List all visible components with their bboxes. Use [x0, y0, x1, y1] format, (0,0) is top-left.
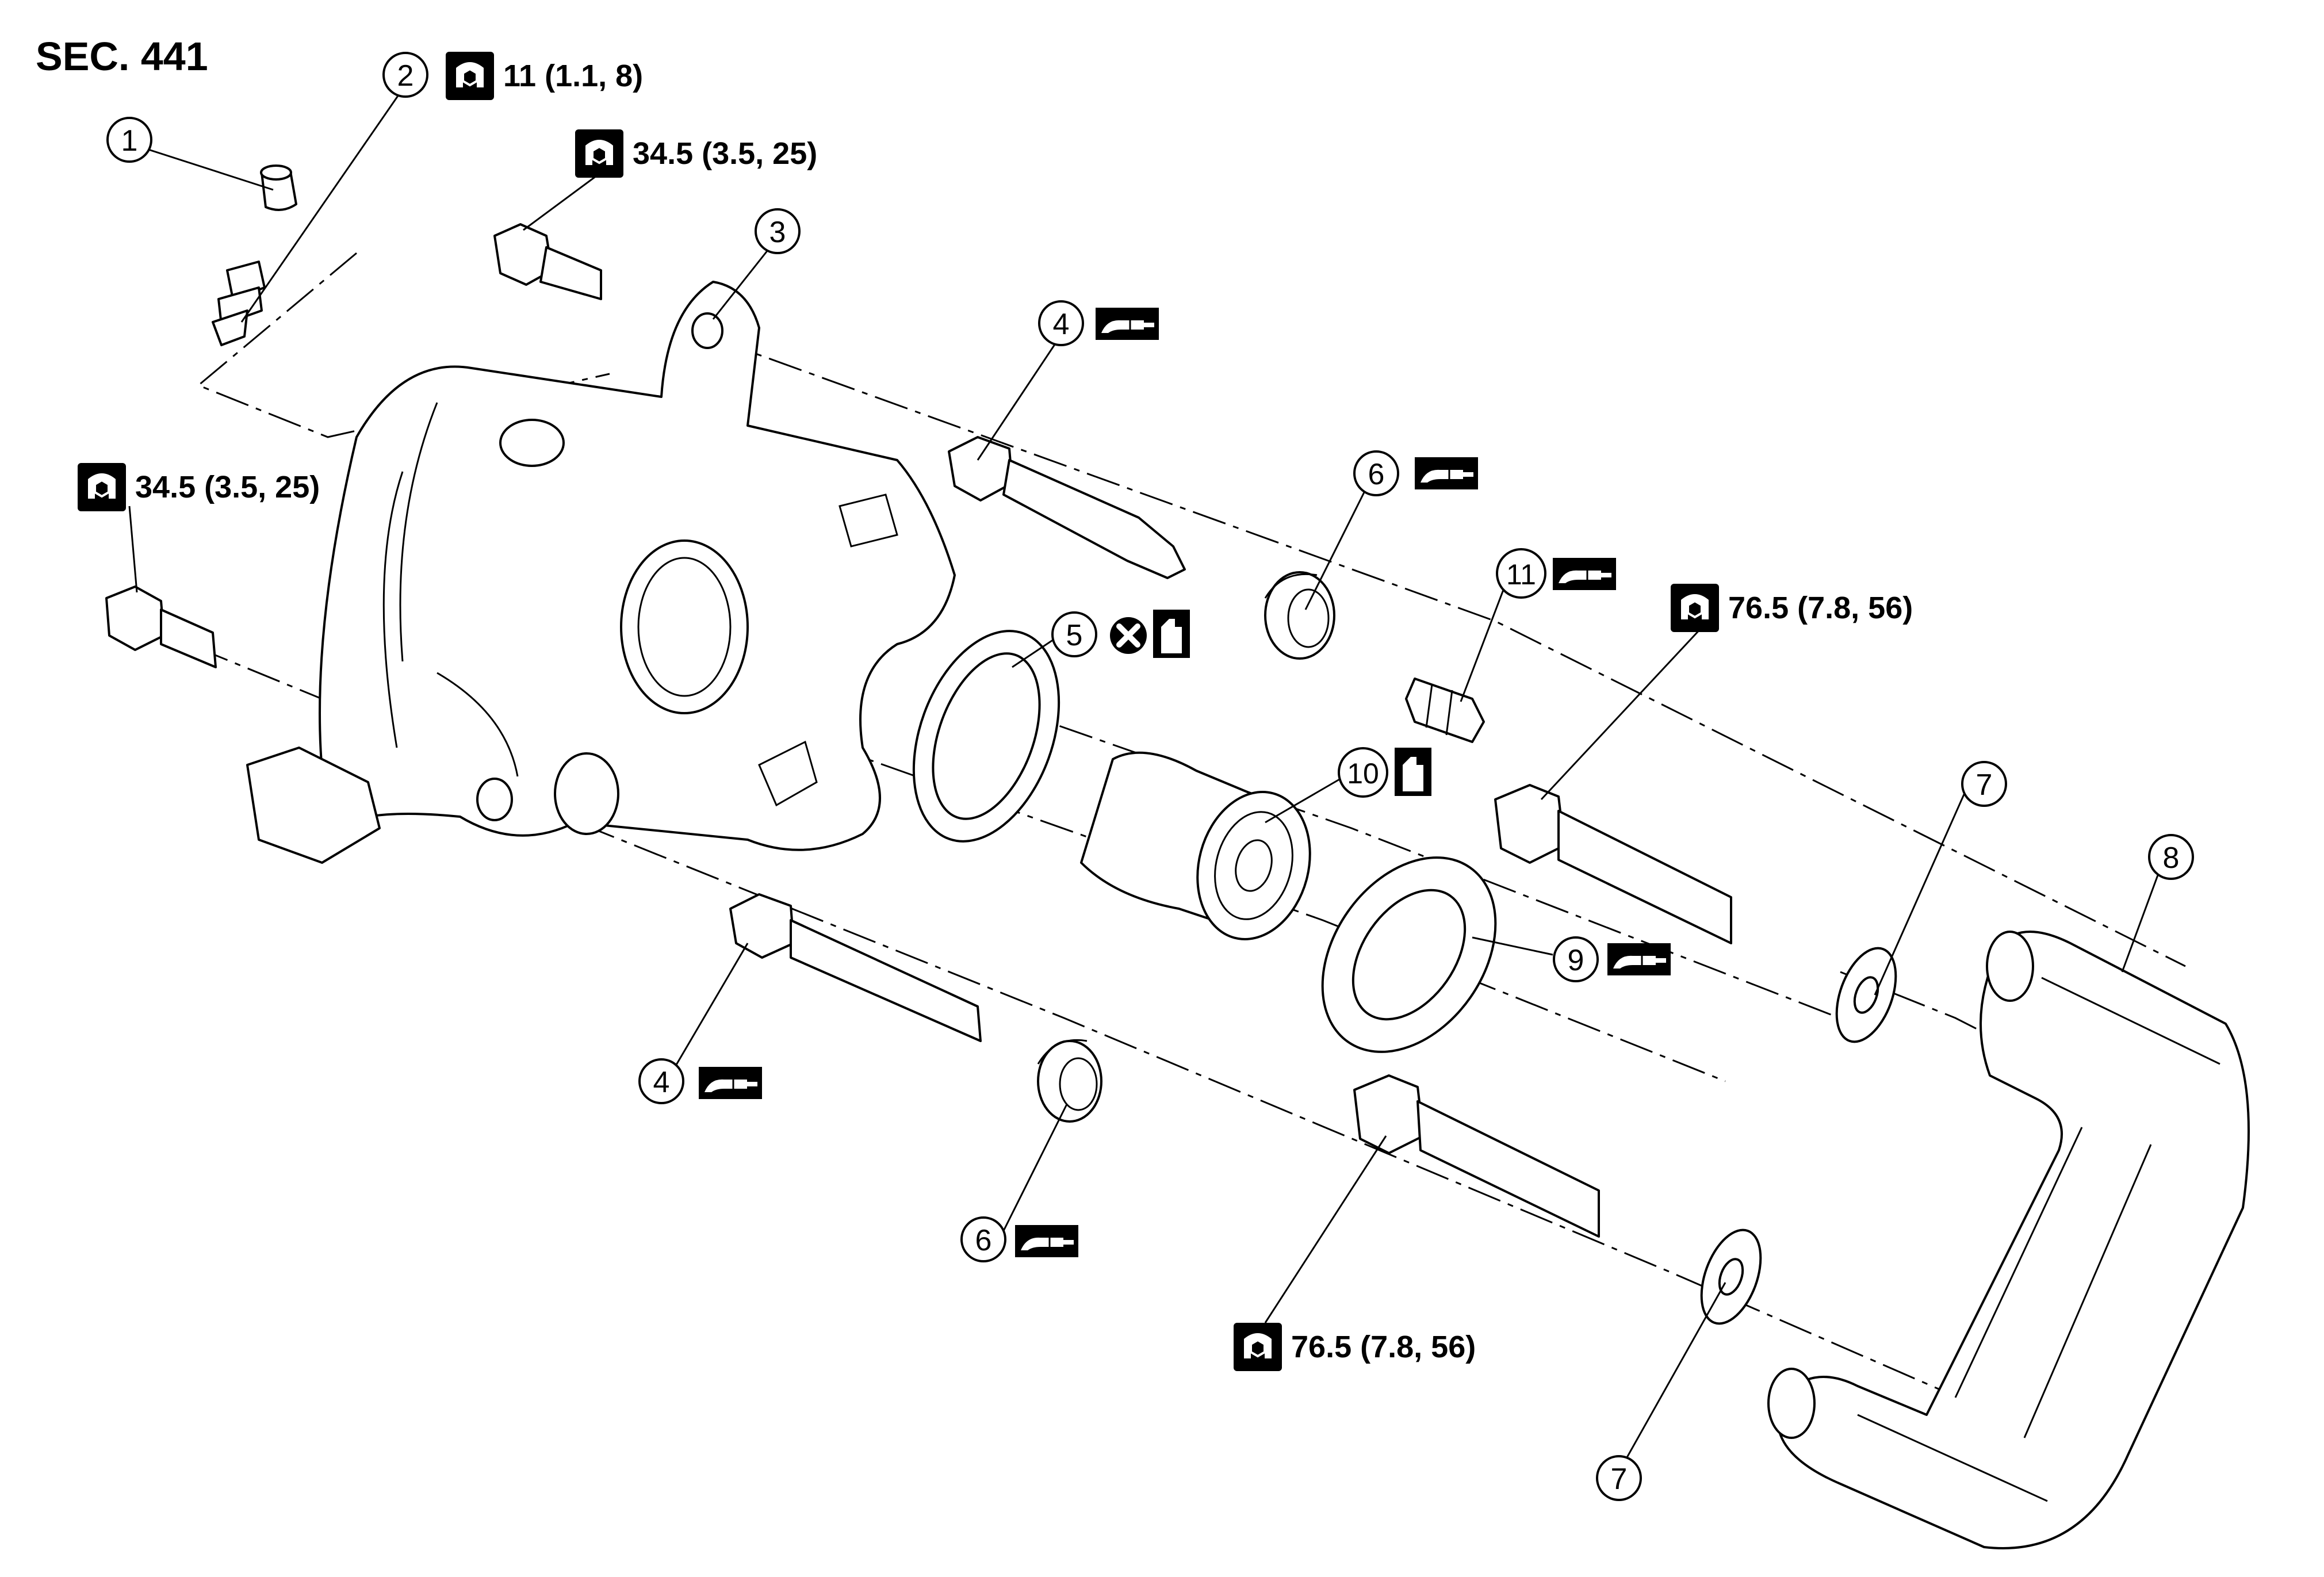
callout-6-lower-num: 6 — [975, 1224, 992, 1257]
caliper-bolt-left — [105, 585, 217, 668]
callout-1: 1 — [106, 117, 152, 163]
caliper-bolt-upper — [493, 223, 602, 300]
torque-wrench-icon — [76, 462, 127, 512]
guide-pin-upper — [948, 436, 1186, 579]
callout-2: 2 — [382, 52, 428, 98]
callout-7-upper-num: 7 — [1976, 768, 1993, 802]
grease-icon — [1606, 942, 1672, 977]
pin-boot-upper — [1264, 571, 1335, 660]
callout-8: 8 — [2148, 834, 2194, 880]
torque-spec-bleeder: 11 (1.1, 8) — [445, 51, 643, 101]
bleeder-cap — [260, 164, 297, 211]
grease-icon — [698, 1066, 763, 1100]
callout-7-lower: 7 — [1596, 1455, 1642, 1501]
callout-6-upper-num: 6 — [1368, 458, 1385, 491]
torque-value: 76.5 (7.8, 56) — [1291, 1330, 1476, 1364]
callout-4-upper: 4 — [1038, 300, 1084, 346]
caliper-bracket — [1767, 931, 2250, 1549]
torque-wrench-icon — [445, 51, 495, 101]
washer-lower — [1700, 1228, 1762, 1325]
brake-fluid-icon — [1395, 748, 1431, 796]
callout-3: 3 — [755, 208, 801, 254]
torque-wrench-icon — [1232, 1322, 1283, 1372]
callout-11: 11 — [1496, 548, 1546, 599]
grease-icon — [1414, 456, 1479, 491]
bracket-bolt-lower — [1353, 1074, 1600, 1238]
pin-boot-lower — [1037, 1039, 1102, 1123]
torque-wrench-icon — [1670, 583, 1720, 633]
torque-value: 11 (1.1, 8) — [503, 59, 643, 93]
callout-11-num: 11 — [1506, 558, 1536, 591]
brake-fluid-icon — [1153, 610, 1190, 658]
callout-9-num: 9 — [1568, 944, 1584, 977]
grease-icon — [1552, 557, 1617, 591]
piston-boot — [1321, 856, 1497, 1053]
torque-spec-upper-bolt: 34.5 (3.5, 25) — [574, 128, 817, 179]
leader-lines — [128, 89, 2164, 1467]
piston-seal — [912, 630, 1060, 843]
torque-value: 34.5 (3.5, 25) — [633, 136, 817, 171]
torque-spec-bracket-upper: 76.5 (7.8, 56) — [1670, 583, 1913, 633]
torque-value: 34.5 (3.5, 25) — [135, 470, 320, 504]
callout-10: 10 — [1338, 747, 1388, 798]
callout-2-num: 2 — [397, 59, 414, 93]
grease-icon — [1014, 1224, 1079, 1258]
grease-icon — [1094, 307, 1160, 341]
callout-5: 5 — [1051, 611, 1097, 657]
bracket-bolt-upper — [1494, 784, 1732, 944]
torque-wrench-icon — [574, 128, 625, 179]
guide-pin-lower — [729, 893, 982, 1042]
callout-7-upper: 7 — [1961, 761, 2007, 807]
do-not-reuse-icon — [1110, 617, 1147, 654]
section-title: SEC. 441 — [36, 34, 208, 79]
callout-5-num: 5 — [1066, 619, 1083, 652]
callout-9: 9 — [1553, 936, 1599, 982]
callout-1-num: 1 — [121, 124, 138, 158]
piston — [1080, 751, 1311, 940]
callout-7-lower-num: 7 — [1611, 1463, 1628, 1496]
callout-4-upper-num: 4 — [1053, 308, 1070, 341]
washer-upper — [1835, 947, 1897, 1043]
torque-spec-bracket-lower: 76.5 (7.8, 56) — [1232, 1322, 1476, 1372]
callout-6-lower: 6 — [960, 1216, 1006, 1262]
torque-value: 76.5 (7.8, 56) — [1728, 591, 1913, 625]
caliper-body — [246, 281, 956, 864]
torque-spec-left-bolt: 34.5 (3.5, 25) — [76, 462, 320, 512]
bleeder-valve — [212, 261, 266, 346]
callout-4-lower-num: 4 — [653, 1066, 670, 1099]
callout-4-lower: 4 — [638, 1058, 684, 1104]
callout-8-num: 8 — [2163, 841, 2180, 875]
callout-3-num: 3 — [769, 216, 786, 249]
callout-6-upper: 6 — [1353, 450, 1399, 496]
callout-10-num: 10 — [1347, 757, 1379, 790]
pin-sleeve — [1405, 678, 1485, 743]
